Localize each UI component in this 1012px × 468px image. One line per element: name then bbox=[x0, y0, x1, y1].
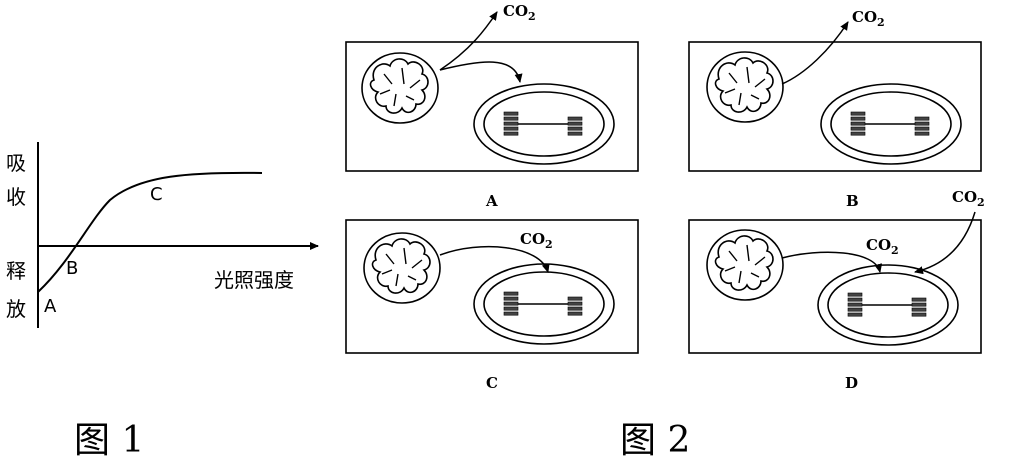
panel-c-cell bbox=[345, 219, 639, 354]
panel-c: CO2 C bbox=[345, 219, 639, 392]
point-b-label: B bbox=[66, 258, 78, 279]
panel-d-co2-label-inner: CO2 bbox=[866, 236, 899, 257]
panel-a-mitochondrion bbox=[361, 52, 439, 124]
panel-a-co2-label: CO2 bbox=[503, 2, 536, 23]
light-response-curve bbox=[37, 171, 263, 293]
panel-b-mitochondrion bbox=[706, 51, 784, 123]
panel-d-label: D bbox=[845, 374, 858, 392]
figure-2-caption: 图 2 bbox=[620, 420, 690, 461]
panel-d-mitochondrion bbox=[706, 229, 784, 301]
panel-a-cell bbox=[345, 41, 639, 172]
panel-c-label: C bbox=[486, 374, 498, 392]
panel-d-co2-label-outer: CO2 bbox=[952, 188, 985, 209]
y-label-bottom-1: 释 bbox=[6, 259, 26, 283]
panel-d-arrow-to-chloro bbox=[781, 251, 883, 273]
panel-d-chloroplast bbox=[817, 264, 959, 346]
y-label-top-2: 收 bbox=[6, 185, 26, 209]
y-label-bottom-2: 放 bbox=[6, 297, 26, 321]
panel-a: CO2 A bbox=[345, 2, 639, 210]
panel-c-arrow-to-chloro bbox=[439, 245, 550, 273]
panel-d-arrow-external bbox=[914, 211, 976, 275]
figure-2: CO2 A CO2 B CO2 C CO2 bbox=[345, 2, 985, 461]
panel-c-mitochondrion bbox=[363, 232, 441, 304]
figure-1-caption: 图 1 bbox=[74, 420, 144, 461]
panel-b: CO2 B bbox=[688, 8, 982, 210]
panel-d: CO2 CO2 D bbox=[688, 188, 985, 392]
panel-b-arrow-out bbox=[781, 21, 849, 85]
point-a-label: A bbox=[44, 296, 57, 317]
panel-a-arrow-to-chloro bbox=[439, 61, 523, 83]
panel-b-cell bbox=[688, 41, 982, 172]
panel-b-chloroplast bbox=[820, 83, 962, 165]
panel-b-co2-label: CO2 bbox=[852, 8, 885, 29]
panel-a-arrow-out bbox=[439, 11, 498, 71]
panel-b-label: B bbox=[846, 192, 859, 210]
y-label-top-1: 吸 bbox=[6, 151, 26, 175]
panel-c-chloroplast bbox=[473, 263, 615, 345]
x-axis-label: 光照强度 bbox=[214, 268, 294, 292]
panel-a-chloroplast bbox=[473, 83, 615, 165]
panel-a-label: A bbox=[485, 192, 498, 210]
point-c-label: C bbox=[150, 184, 163, 205]
figure-1-graph: 吸 收 释 放 光照强度 A B C 图 1 bbox=[6, 142, 319, 461]
panel-d-cell bbox=[688, 219, 982, 354]
panel-c-co2-label: CO2 bbox=[520, 230, 553, 251]
